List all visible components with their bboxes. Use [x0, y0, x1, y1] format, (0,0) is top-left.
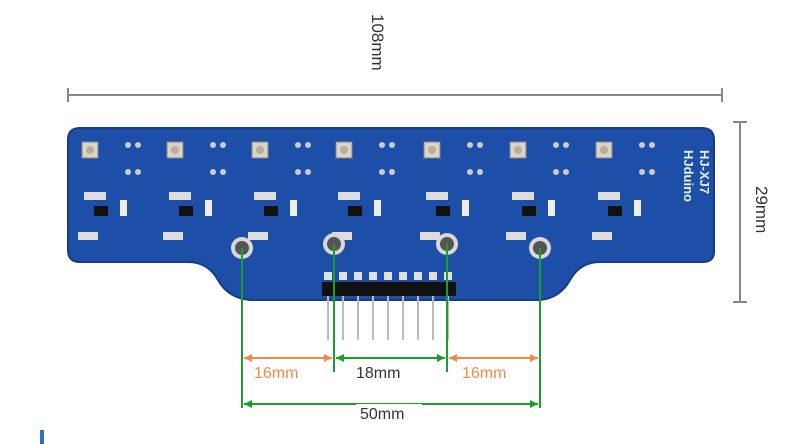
pin-header: [322, 282, 456, 296]
gap-left-label: 16mm: [254, 365, 298, 382]
gap-middle-label: 18mm: [356, 365, 400, 382]
sensor-module: [592, 141, 655, 240]
resistor: [163, 232, 183, 240]
sensor-module: [163, 141, 226, 240]
span-label: 50mm: [360, 406, 404, 423]
edge-mark: [40, 430, 44, 444]
pcb-board: HJ-XJ7 HJduino: [67, 127, 715, 340]
resistor: [426, 192, 448, 200]
header-pin: [402, 296, 404, 340]
sensor-module: [506, 141, 569, 240]
brand-label: HJduino: [681, 150, 696, 202]
height-label: 29mm: [752, 186, 771, 233]
chip: [264, 206, 278, 216]
resistor: [332, 232, 352, 240]
header-pin: [372, 296, 374, 340]
width-dimension: 108mm: [67, 14, 723, 102]
resistor: [512, 192, 534, 200]
led: [462, 200, 469, 216]
resistor: [78, 232, 98, 240]
sensor-module: [420, 141, 483, 240]
hole-span-dimension: 50mm: [244, 400, 538, 424]
header-pin: [417, 296, 419, 340]
header-pin: [432, 296, 434, 340]
resistor: [84, 192, 106, 200]
resistor: [506, 232, 526, 240]
led: [634, 200, 641, 216]
header-pin: [357, 296, 359, 340]
led: [548, 200, 555, 216]
chip: [348, 206, 362, 216]
sensor-module: [78, 141, 141, 240]
resistor: [169, 192, 191, 200]
led: [120, 200, 127, 216]
resistor: [248, 232, 268, 240]
chip: [436, 206, 450, 216]
resistor: [338, 192, 360, 200]
model-label: HJ-XJ7: [697, 150, 712, 194]
header-pin: [342, 296, 344, 340]
resistor: [598, 192, 620, 200]
gap-right-label: 16mm: [462, 365, 506, 382]
width-label: 108mm: [368, 14, 387, 71]
chip: [179, 206, 193, 216]
chip: [608, 206, 622, 216]
chip: [522, 206, 536, 216]
header-pin: [387, 296, 389, 340]
resistor: [592, 232, 612, 240]
header-pin: [327, 296, 329, 340]
height-dimension: 29mm: [733, 121, 771, 303]
hole-reference-lines: [241, 244, 541, 408]
resistor: [254, 192, 276, 200]
resistor: [420, 232, 440, 240]
hole-gap-dimensions: 16mm 18mm 16mm: [244, 354, 538, 382]
sensor-module: [332, 141, 395, 240]
sensor-module: [248, 141, 311, 240]
led: [290, 200, 297, 216]
chip: [94, 206, 108, 216]
led: [205, 200, 212, 216]
led: [374, 200, 381, 216]
